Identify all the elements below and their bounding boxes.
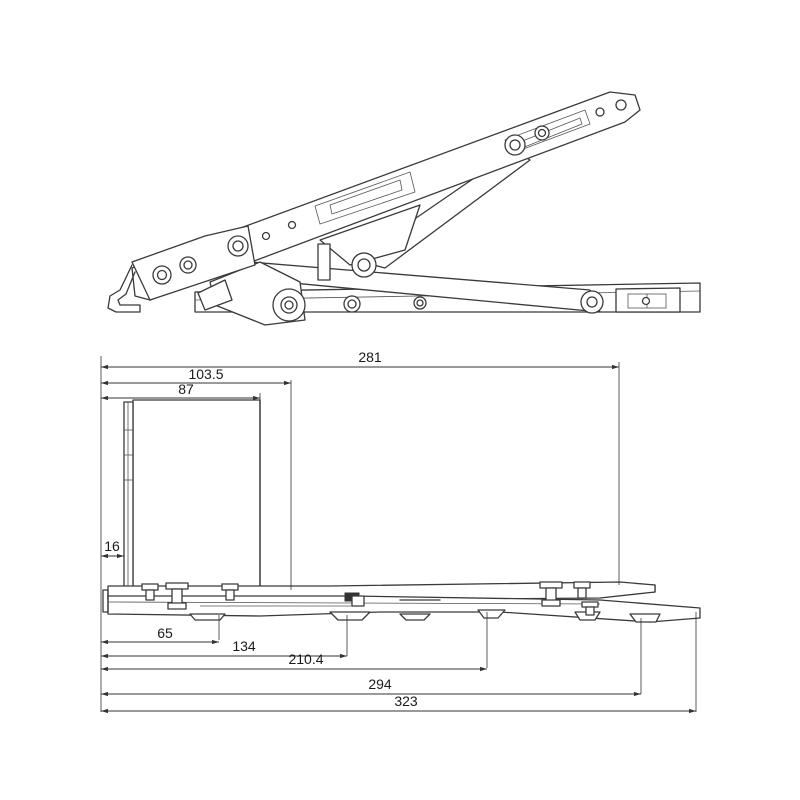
dimensions: 281 103.5 87 16 65 134 210.4 294 bbox=[101, 349, 696, 714]
dim-label-87: 87 bbox=[178, 381, 194, 397]
top-view bbox=[100, 356, 701, 712]
sash-arm bbox=[131, 91, 641, 301]
hook-end bbox=[107, 264, 141, 313]
dim-label-210-4: 210.4 bbox=[288, 651, 323, 667]
dimension-281: 281 bbox=[101, 349, 619, 370]
side-view bbox=[107, 91, 701, 326]
fasteners bbox=[141, 581, 599, 616]
dim-label-16: 16 bbox=[104, 538, 120, 554]
strut-arm bbox=[317, 149, 531, 281]
dimension-103-5: 103.5 bbox=[101, 366, 291, 386]
screw bbox=[165, 582, 189, 610]
dimension-16: 16 bbox=[101, 538, 124, 559]
dim-label-103-5: 103.5 bbox=[188, 366, 223, 382]
dimension-65: 65 bbox=[101, 625, 219, 645]
screw bbox=[573, 581, 591, 599]
dim-label-323: 323 bbox=[394, 693, 418, 709]
dimension-210-4: 210.4 bbox=[101, 651, 487, 672]
dim-label-294: 294 bbox=[368, 676, 392, 692]
hinge-leaf bbox=[123, 401, 134, 593]
dimension-87: 87 bbox=[101, 381, 260, 401]
profile-assembly bbox=[102, 581, 701, 623]
dim-label-134: 134 bbox=[232, 638, 256, 654]
dimension-323: 323 bbox=[101, 693, 696, 714]
dim-label-65: 65 bbox=[157, 625, 173, 641]
screw bbox=[141, 583, 159, 601]
screw bbox=[221, 583, 239, 601]
pivot-block bbox=[197, 261, 306, 326]
screw bbox=[351, 595, 365, 607]
dimension-134: 134 bbox=[101, 638, 347, 659]
sash-plate bbox=[132, 399, 656, 593]
dimension-294: 294 bbox=[101, 676, 641, 697]
screw bbox=[539, 581, 563, 607]
screw bbox=[581, 601, 599, 616]
dim-label-281: 281 bbox=[358, 349, 382, 365]
